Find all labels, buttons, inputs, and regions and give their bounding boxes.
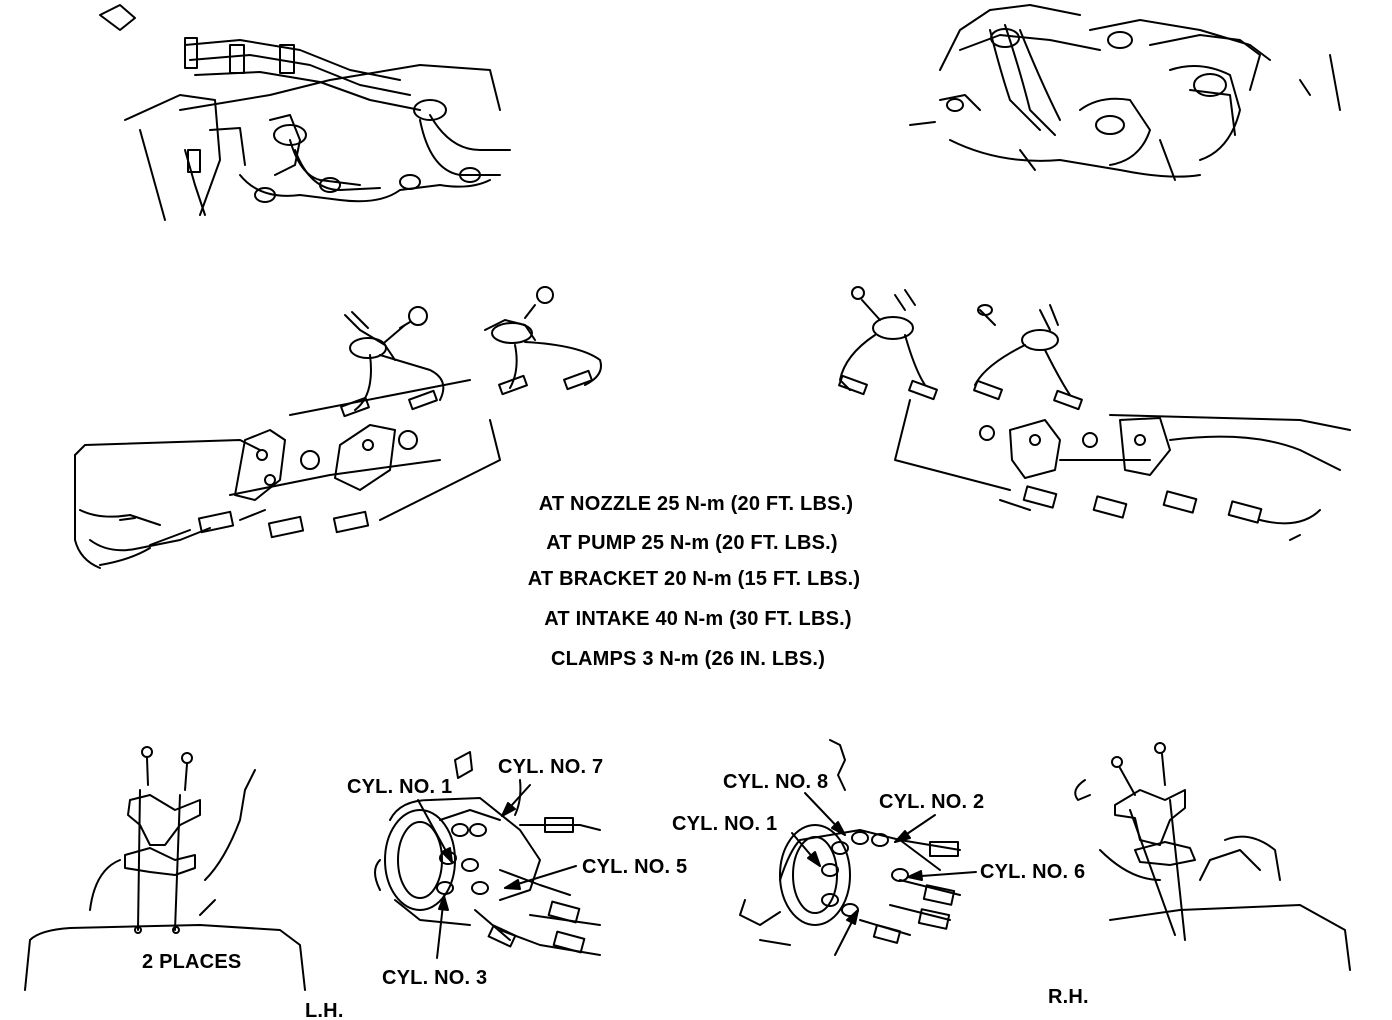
lh-side-label: L.H. — [305, 1000, 344, 1020]
lh-cyl-3-label: CYL. NO. 3 — [382, 967, 488, 989]
top-right-engine-view — [909, 4, 1341, 181]
bottom-rh-pump-view — [739, 739, 961, 946]
rh-cyl-8-label: CYL. NO. 8 — [723, 771, 829, 793]
lh-cyl-5-label: CYL. NO. 5 — [582, 856, 688, 878]
torque-spec-clamps: CLAMPS 3 N-m (26 IN. LBS.) — [550, 648, 826, 670]
torque-spec-bracket: AT BRACKET 20 N-m (15 FT. LBS.) — [527, 568, 861, 590]
rh-cyl-6-label: CYL. NO. 6 — [980, 861, 1086, 883]
rh-cyl-2-label: CYL. NO. 2 — [879, 791, 985, 813]
torque-spec-nozzle: AT NOZZLE 25 N-m (20 FT. LBS.) — [538, 493, 854, 515]
middle-right-exploded-view — [838, 286, 1351, 541]
torque-spec-intake: AT INTAKE 40 N-m (30 FT. LBS.) — [544, 608, 852, 630]
bottom-right-clamp-view — [1074, 742, 1351, 971]
bottom-left-clamp-view — [24, 746, 306, 991]
two-places-label: 2 PLACES — [142, 951, 242, 973]
lh-cyl-1-label: CYL. NO. 1 — [347, 776, 453, 798]
torque-spec-pump: AT PUMP 25 N-m (20 FT. LBS.) — [546, 532, 838, 554]
bottom-lh-pump-view — [374, 751, 601, 956]
middle-left-exploded-view — [74, 286, 602, 569]
rh-cyl-1-label: CYL. NO. 1 — [672, 813, 778, 835]
callout-arrows — [417, 784, 977, 959]
top-left-engine-view — [99, 4, 511, 221]
lh-cyl-7-label: CYL. NO. 7 — [498, 756, 604, 778]
rh-side-label: R.H. — [1048, 986, 1089, 1008]
